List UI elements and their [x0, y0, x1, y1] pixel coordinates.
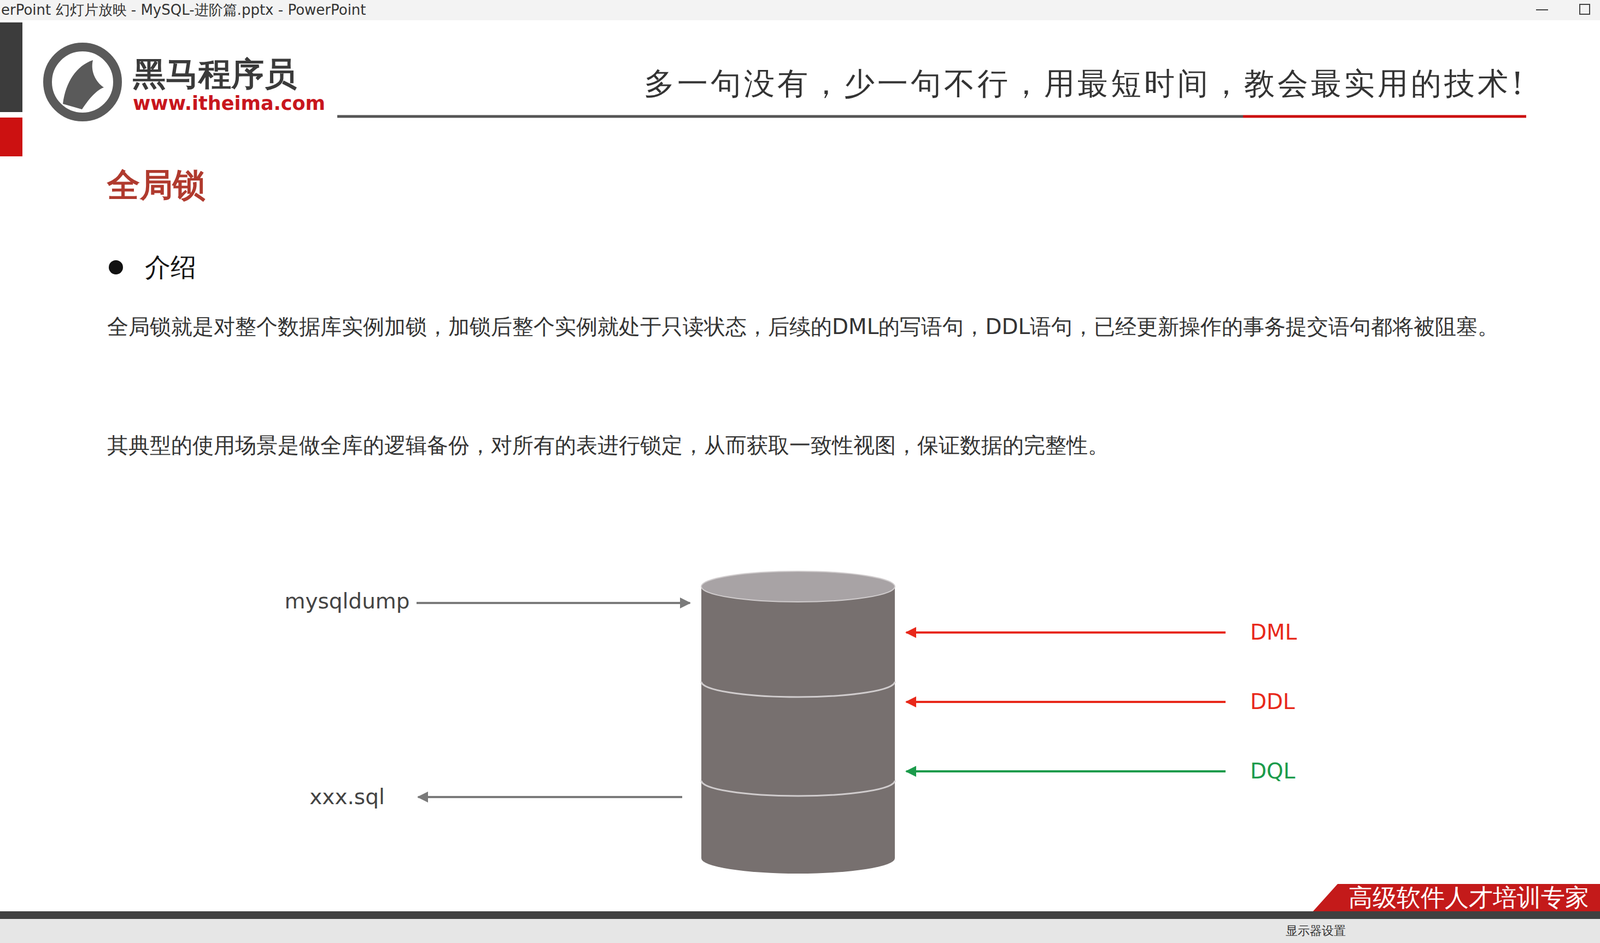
dql-arrow: [906, 770, 1226, 773]
banner-shape: 高级软件人才培训专家: [1313, 883, 1600, 912]
bullet-dot: [108, 260, 123, 275]
logo-ring: [47, 47, 118, 117]
logo-url: www.itheima.com: [132, 91, 326, 115]
cylinder-top: [701, 571, 895, 602]
footer-bar: [0, 911, 1600, 919]
window-button: [1536, 9, 1549, 11]
file-label: xxx.sql: [284, 783, 410, 811]
logo-horse: [62, 60, 104, 110]
banner-fill: [1313, 883, 1600, 912]
status-item: 显示器设置: [1285, 922, 1346, 940]
title-bar: [0, 0, 1600, 21]
paragraph: 其典型的使用场景是做全库的逻辑备份，对所有的表进行锁定，从而获取一致性视图，保证…: [107, 417, 1110, 474]
slogan: 多一句没有，少一句不行，用最短时间，教会最实用的技术!: [643, 64, 1527, 103]
statement-label: DQL: [1250, 758, 1295, 785]
cylinder-band: [701, 780, 895, 796]
side-bar: [0, 117, 23, 157]
tool-label: mysqldump: [284, 588, 410, 615]
slide-title: 全局锁: [107, 165, 206, 205]
header-rule: [337, 115, 1244, 119]
window-button: [1579, 4, 1590, 15]
window-title: erPoint 幻灯片放映 - MySQL-进阶篇.pptx - PowerPo…: [1, 1, 367, 19]
logo-text: 黑马程序员: [132, 54, 297, 93]
dump-arrow: [416, 601, 690, 605]
banner-text: 高级软件人才培训专家: [1313, 883, 1600, 912]
statement-label: DML: [1250, 619, 1297, 646]
status-bar: [0, 918, 1600, 943]
output-arrow: [418, 795, 683, 799]
header-rule: [1243, 115, 1527, 119]
database-cylinder: [701, 586, 895, 874]
side-bar: [0, 22, 23, 113]
paragraph: 全局锁就是对整个数据库实例加锁，加锁后整个实例就处于只读状态，后续的DML的写语…: [107, 298, 1507, 355]
cylinder-band: [701, 681, 895, 697]
dml-arrow: [906, 631, 1226, 634]
bullet-heading: 介绍: [144, 251, 197, 284]
ddl-arrow: [906, 700, 1226, 703]
statement-label: DDL: [1250, 688, 1295, 715]
